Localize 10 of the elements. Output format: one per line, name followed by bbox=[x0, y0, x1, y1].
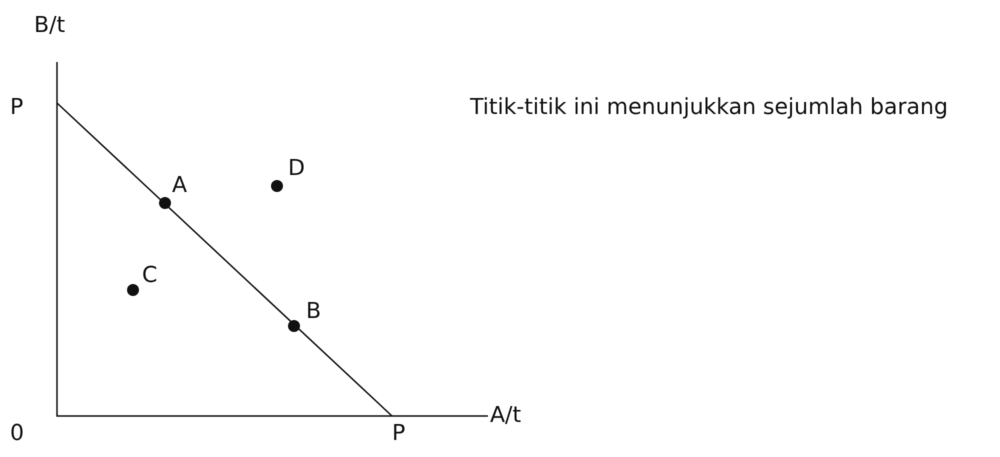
point-label: D bbox=[288, 155, 305, 183]
point-label: C bbox=[142, 262, 158, 290]
annotation-text: Titik-titik ini menunjukkan sejumlah barang bbox=[470, 94, 949, 122]
point-label: A bbox=[172, 172, 188, 200]
point-label: B bbox=[306, 298, 322, 326]
axis-tick-label: P bbox=[392, 420, 406, 448]
axis-label: A/t bbox=[490, 402, 522, 430]
axis-tick-label: 0 bbox=[10, 420, 24, 448]
axis-tick-label: P bbox=[10, 94, 24, 122]
axis-label: B/t bbox=[34, 12, 66, 40]
